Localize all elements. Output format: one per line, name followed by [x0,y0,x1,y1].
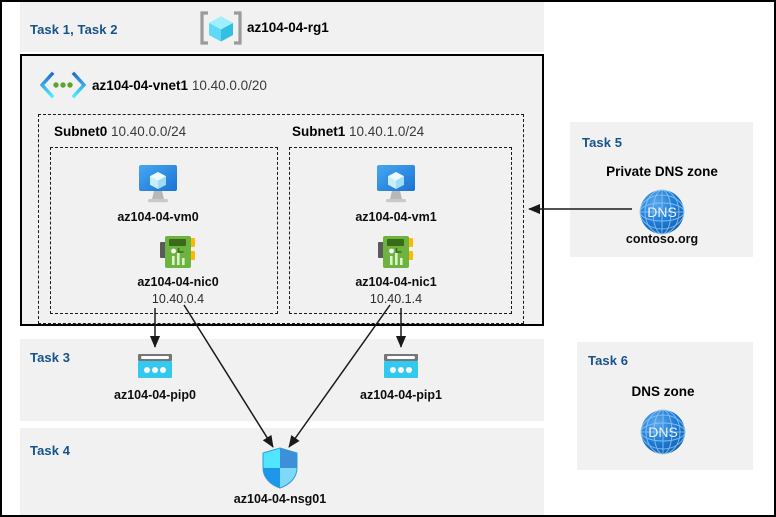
subnet0-box [50,147,278,314]
vnet-panel [20,54,544,326]
task3-panel [20,339,544,421]
nic0-label: az104-04-nic0 [137,275,219,289]
task-label-3: Task 3 [30,350,71,365]
network-interface-icon [376,234,416,272]
subnet0-name: Subnet0 [54,124,108,139]
nsg-label: az104-04-nsg01 [233,492,327,506]
network-interface-icon [158,234,198,272]
private-dns-zone-title: Private DNS zone [606,164,718,179]
public-ip-address-icon [136,352,174,384]
vnet-name: az104-04-vnet1 [92,78,189,93]
resource-group-cube-icon [199,10,243,46]
subnet1-cidr: 10.40.1.0/24 [349,124,425,139]
task5-panel [570,122,753,257]
pip0-label: az104-04-pip0 [114,388,196,402]
nic0-ip: 10.40.0.4 [151,292,205,306]
dns-zone-title: DNS zone [631,384,695,399]
subnet0-header: Subnet0 10.40.0.0/24 [54,124,186,139]
resource-group-header-panel [20,2,544,52]
subnet1-name: Subnet1 [292,124,346,139]
task-label-5: Task 5 [582,135,623,150]
pip1-label: az104-04-pip1 [360,388,442,402]
resource-group-name-text: az104-04-rg1 [247,20,329,35]
nic1-ip: 10.40.1.4 [369,292,423,306]
private-dns-zone-name: contoso.org [625,232,699,246]
network-security-group-shield-icon [260,446,300,490]
virtual-machine-icon [374,163,418,205]
svg-text:DNS: DNS [648,424,678,440]
dns-zone-globe-icon: DNS [637,406,689,458]
vm0-label: az104-04-vm0 [117,210,199,224]
svg-text:DNS: DNS [647,204,677,220]
task-label-1-2: Task 1, Task 2 [30,22,118,37]
subnet1-header: Subnet1 10.40.1.0/24 [292,124,424,139]
dns-zone-globe-icon: DNS [636,186,688,238]
vnet-address-space: 10.40.0.0/20 [191,78,267,93]
public-ip-address-icon [382,352,420,384]
resource-group-name: az104-04-rg1 [247,20,329,35]
subnets-container [38,114,524,324]
subnet0-cidr: 10.40.0.0/24 [111,124,187,139]
vnet-header: az104-04-vnet1 10.40.0.0/20 [92,78,267,93]
virtual-network-icon [38,70,88,100]
task-label-6: Task 6 [588,353,629,368]
task-label-4: Task 4 [30,443,71,458]
nic1-label: az104-04-nic1 [355,275,437,289]
vm1-label: az104-04-vm1 [355,210,437,224]
virtual-machine-icon [136,163,180,205]
